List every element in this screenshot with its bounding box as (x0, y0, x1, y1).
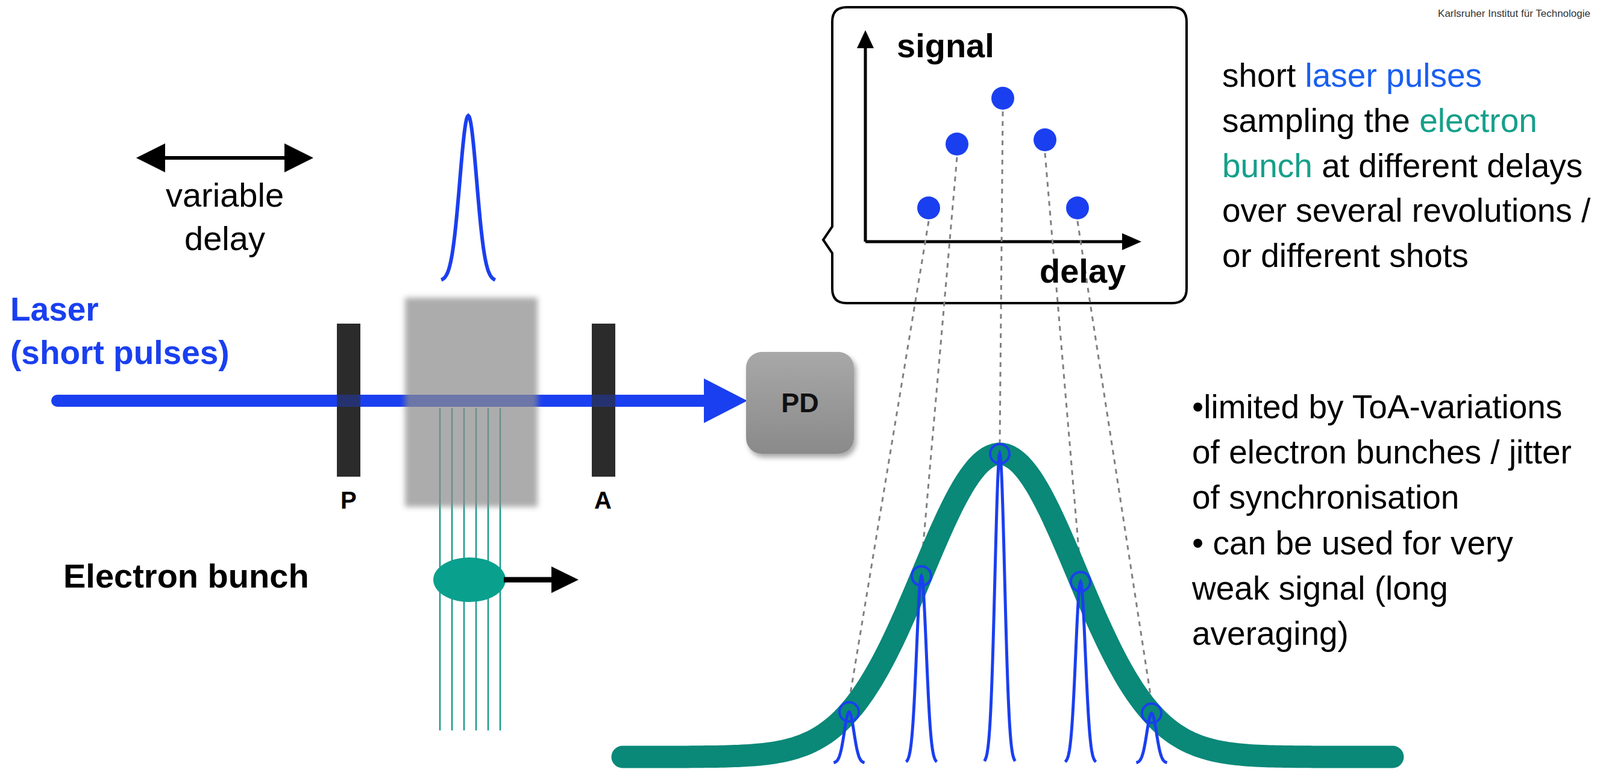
crystal (404, 297, 538, 507)
beam-through (336, 394, 361, 407)
sample-pulse (1064, 581, 1096, 762)
bunch-label: Electron bunch (63, 554, 310, 599)
bullet-note: •limited by ToA-variations of electron b… (1192, 384, 1596, 520)
sample-marker (990, 444, 1010, 464)
bullet-note: • can be used for very weak signal (long… (1192, 520, 1596, 656)
leader-line (999, 111, 1003, 443)
axis (864, 45, 868, 242)
bunch-direction-head (551, 566, 579, 593)
detector-box: PD (746, 351, 854, 454)
sample-pulse (984, 453, 1015, 762)
sample-pulse (1135, 713, 1167, 763)
description: short laser pulses sampling the electron… (1222, 53, 1593, 279)
polarizer (336, 323, 361, 477)
signal-dot (945, 132, 969, 156)
axis-label: signal (896, 24, 995, 69)
watermark: Karlsruher Institut für Technologie (1437, 7, 1591, 21)
description-part: laser pulses (1305, 56, 1482, 95)
leader-line (1077, 221, 1152, 703)
axis-label: delay (1039, 249, 1126, 294)
laser-label: Laser (short pulses) (10, 288, 230, 375)
axis-head (1122, 233, 1142, 251)
analyzer-label: A (594, 484, 612, 516)
node-text: PD (781, 387, 819, 419)
signal-dot (917, 196, 941, 220)
sample-marker (1070, 571, 1091, 592)
delay-arrow (143, 156, 307, 160)
callout-bubble (823, 7, 1187, 304)
description-part: short (1222, 56, 1296, 95)
signal-dot (1033, 128, 1057, 152)
sample-marker (839, 702, 859, 722)
laser-beam (57, 394, 707, 407)
analyzer (591, 323, 616, 477)
sample-marker (911, 566, 932, 586)
sample-pulse (905, 576, 937, 762)
delay-label: variable delay (143, 173, 307, 260)
description-part: sampling the (1222, 101, 1411, 140)
signal-dot (1066, 196, 1089, 220)
sample-marker (1141, 703, 1162, 724)
signal-points (917, 86, 1089, 220)
laser-beam-head (703, 378, 748, 424)
axis-head (856, 30, 874, 49)
bunch-direction (503, 577, 555, 583)
sample-pulses (833, 444, 1167, 763)
axis (865, 240, 1127, 244)
sample-pulse (833, 711, 865, 763)
polarizer-label: P (340, 484, 357, 516)
laser-pulse (441, 115, 496, 280)
electron-bunch (433, 557, 506, 603)
beam-through (591, 394, 616, 407)
signal-dot (991, 86, 1015, 110)
